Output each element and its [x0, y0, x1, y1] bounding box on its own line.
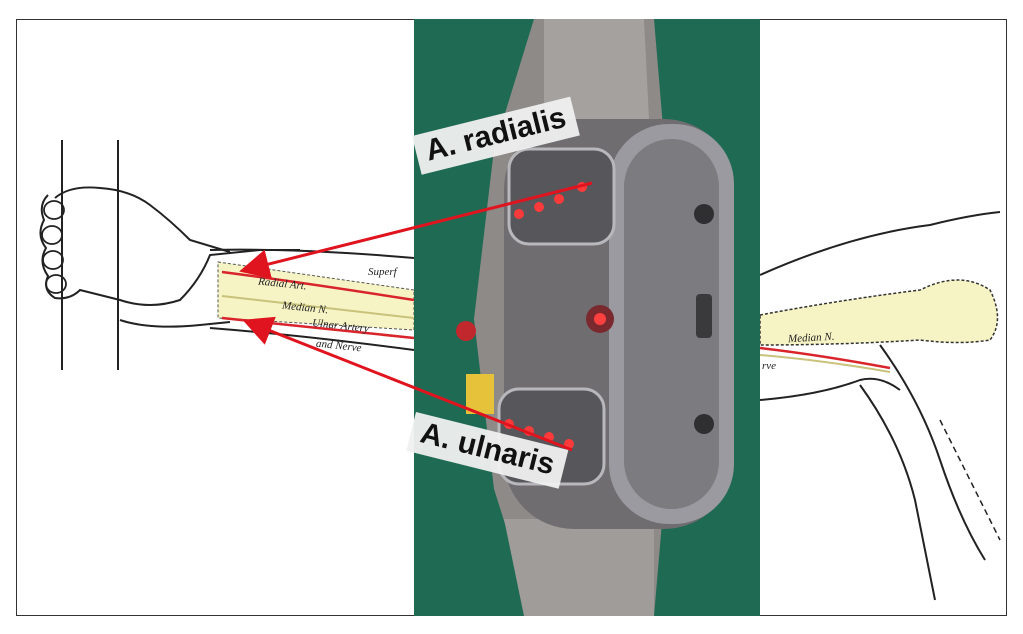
label-nerve: rve: [762, 360, 777, 372]
arrow-ulnaris: [242, 316, 573, 452]
label-superf: Superf: [368, 266, 397, 278]
arrow-radialis: [239, 181, 593, 279]
device-photo: [414, 19, 760, 616]
